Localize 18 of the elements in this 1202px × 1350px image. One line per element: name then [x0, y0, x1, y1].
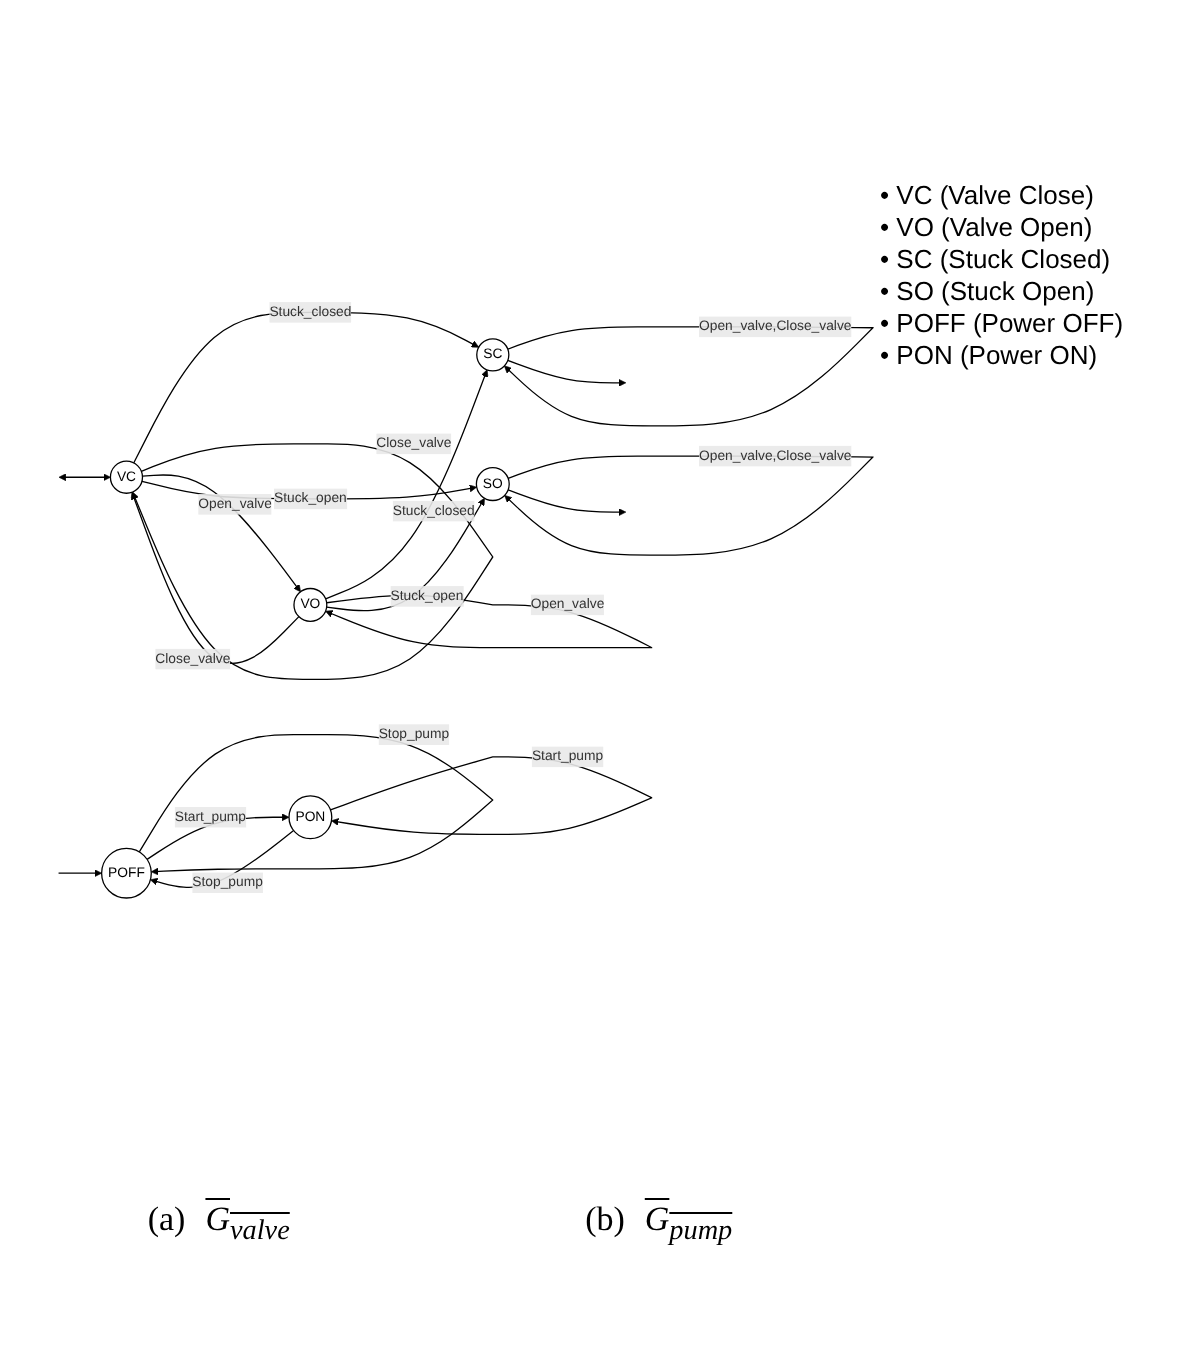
abbreviation-note: • PON (Power ON) — [880, 340, 1100, 372]
transition-arrow — [138, 733, 494, 876]
caption-letter: (a) — [147, 1200, 186, 1238]
abbreviation-note: • POFF (Power OFF) — [880, 308, 1124, 340]
graph-symbol: G$_{valve}$ — [205, 1200, 290, 1238]
transition-arrow — [130, 491, 300, 665]
abbreviation-note: • SC (Stuck Closed) — [880, 244, 1113, 276]
transition-arrow — [58, 473, 111, 481]
transition-arrow — [131, 443, 494, 681]
abbreviation-note: • SO (Stuck Open) — [880, 276, 1097, 308]
abbreviation-note: • VC (Valve Close) — [880, 180, 1096, 212]
transition-arrow — [329, 756, 653, 836]
caption-letter: (b) — [585, 1200, 625, 1238]
transition-arrow — [57, 869, 102, 877]
transition-arrow — [507, 489, 627, 516]
transition-arrow — [325, 369, 489, 600]
abbreviation-note: • VO (Valve Open) — [880, 212, 1095, 244]
transition-arrow — [507, 359, 627, 387]
